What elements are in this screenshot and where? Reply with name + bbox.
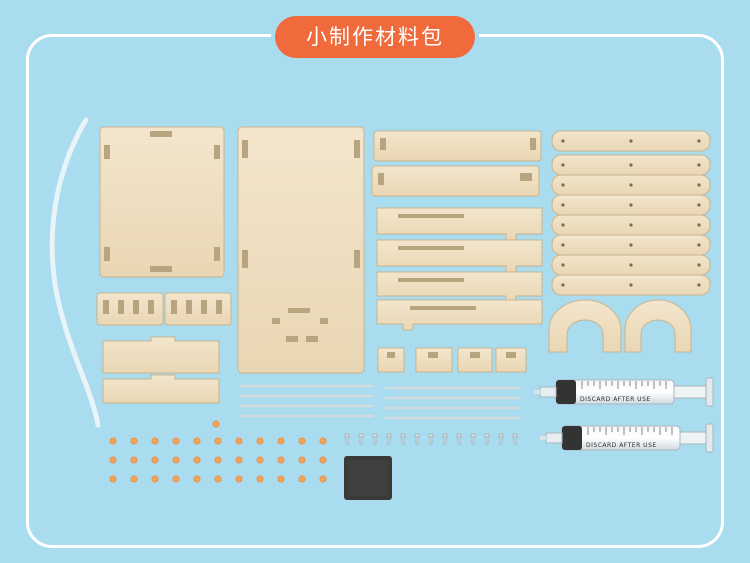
wood-slat-stack [551, 130, 711, 296]
wood-arm-set [376, 207, 543, 331]
metal-rods [238, 384, 522, 420]
wood-tab-piece-1 [102, 336, 220, 374]
wood-small-blocks [377, 347, 527, 373]
wood-panel-slot-1 [373, 130, 542, 162]
screws [344, 433, 518, 445]
syringe-1-label: DISCARD AFTER USE [580, 396, 651, 403]
plastic-tube [49, 117, 101, 428]
black-sponge-pad [344, 456, 392, 500]
wood-tab-piece-2 [102, 374, 220, 404]
wood-arch-right [624, 299, 692, 353]
syringe-1: DISCARD AFTER USE [534, 377, 714, 407]
syringe-2-label: DISCARD AFTER USE [586, 442, 657, 449]
orange-beads [109, 420, 327, 483]
wood-board-large-2 [237, 126, 365, 374]
syringe-2: DISCARD AFTER USE [540, 423, 714, 453]
page-title: 小制作材料包 [275, 16, 475, 58]
wood-arch-left [548, 299, 622, 353]
wood-panel-slot-2 [371, 165, 540, 197]
wood-comb-strip [96, 292, 232, 326]
wood-board-large-1 [99, 126, 225, 278]
